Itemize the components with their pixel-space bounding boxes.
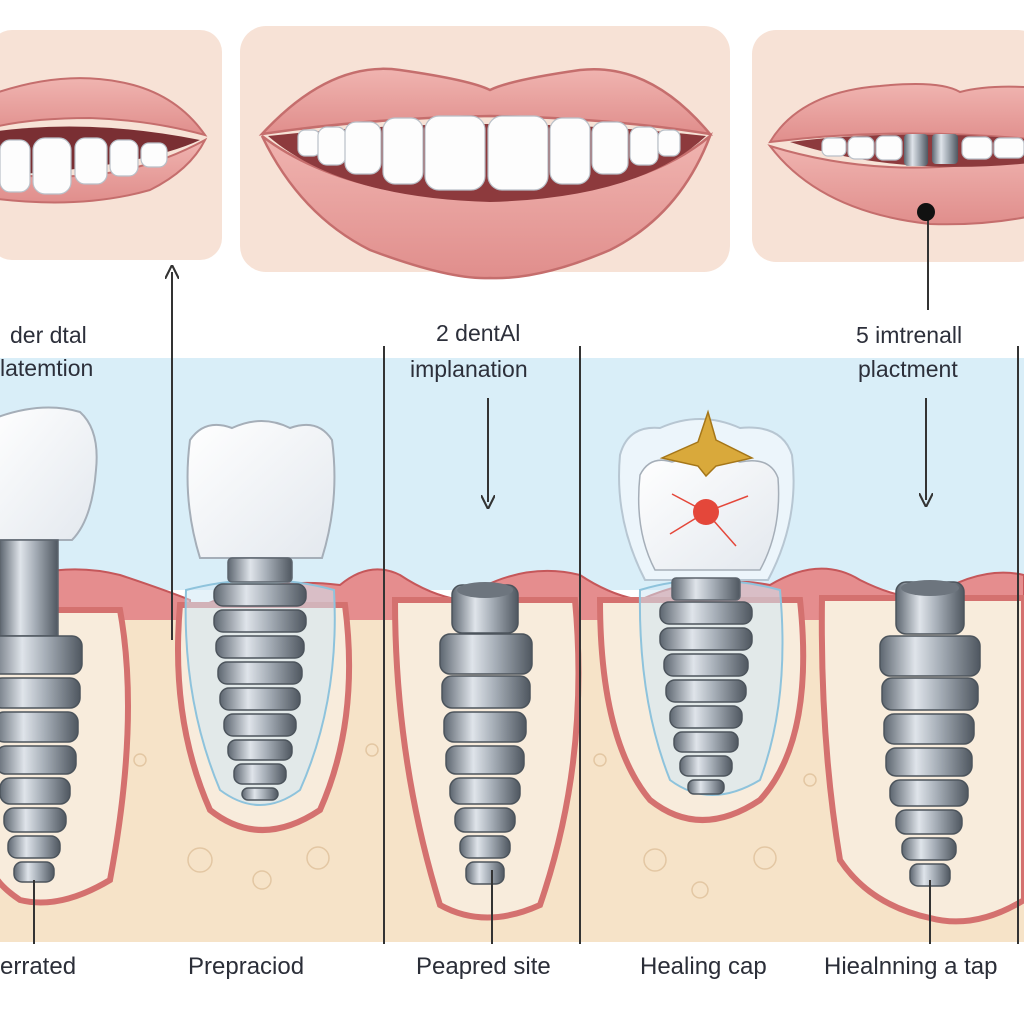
implant-1: [0, 406, 98, 883]
caption-1: errated: [0, 953, 77, 980]
implant-5: [879, 580, 981, 887]
caption-3: Peapred site: [416, 953, 551, 980]
mouth-panel-right: [752, 30, 1024, 262]
label-middle-line1: 2 dentAl: [436, 320, 521, 346]
bone-texture: [133, 743, 817, 899]
leader-lines: [33, 214, 1019, 944]
implant-2: [184, 420, 336, 806]
implant-3: [439, 582, 533, 885]
caption-4: Healing cap: [640, 953, 767, 980]
mouth-panel-middle: [240, 26, 730, 280]
label-left-line1: der dtal: [10, 322, 87, 348]
label-left-line2: latemtion: [0, 355, 94, 381]
caption-5: Hiealnning a tap: [824, 953, 998, 980]
label-right-line2: plactment: [858, 356, 958, 382]
cap-star-icon: [659, 409, 755, 478]
background-band: [0, 358, 1024, 590]
implant-4: [618, 409, 795, 796]
mouth-panel-left: [0, 30, 222, 260]
pointer-dot: [917, 203, 935, 221]
caption-2: Prepraciod: [188, 953, 305, 980]
label-middle-line2: implanation: [410, 356, 528, 382]
label-right-line1: 5 imtrenall: [856, 322, 963, 348]
